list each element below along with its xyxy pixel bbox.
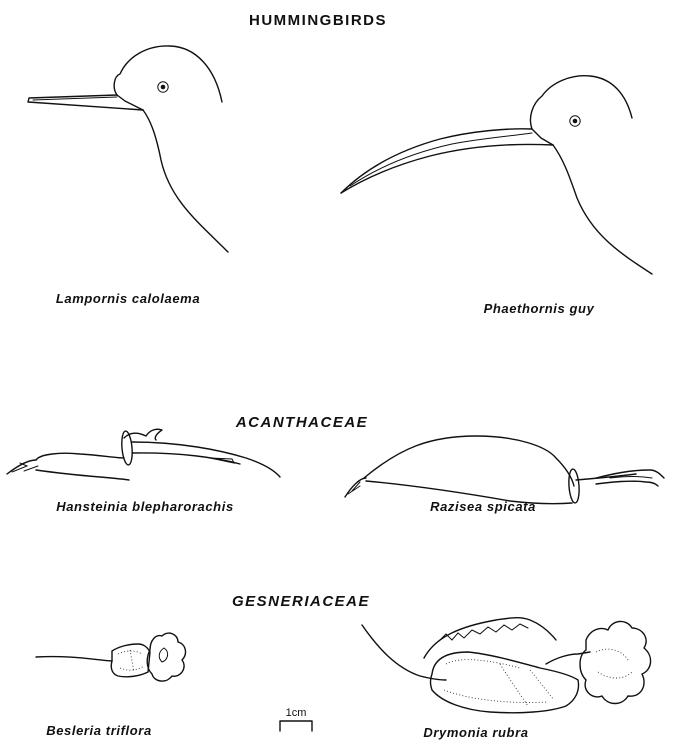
- besleria-flower-drawing: [36, 633, 185, 681]
- species-label-lampornis: Lampornis calolaema: [56, 291, 200, 306]
- section-title-gesneriaceae: GESNERIACEAE: [232, 593, 370, 610]
- species-label-phaethornis: Phaethornis guy: [484, 301, 595, 316]
- hansteinia-flower-drawing: [7, 429, 280, 480]
- section-title-hummingbirds: HUMMINGBIRDS: [249, 12, 387, 29]
- lampornis-head-drawing: [28, 46, 228, 252]
- scale-bar: 1cm: [280, 707, 312, 731]
- scale-bar-label: 1cm: [286, 707, 307, 719]
- species-label-hansteinia: Hansteinia blepharorachis: [56, 499, 234, 514]
- species-label-razisea: Razisea spicata: [430, 499, 536, 514]
- section-title-acanthaceae: ACANTHACEAE: [235, 414, 368, 431]
- species-label-besleria: Besleria triflora: [46, 723, 152, 738]
- phaethornis-head-drawing: [341, 76, 652, 274]
- species-label-drymonia: Drymonia rubra: [423, 725, 528, 740]
- drymonia-flower-drawing: [362, 618, 651, 713]
- razisea-flower-drawing: [345, 436, 664, 504]
